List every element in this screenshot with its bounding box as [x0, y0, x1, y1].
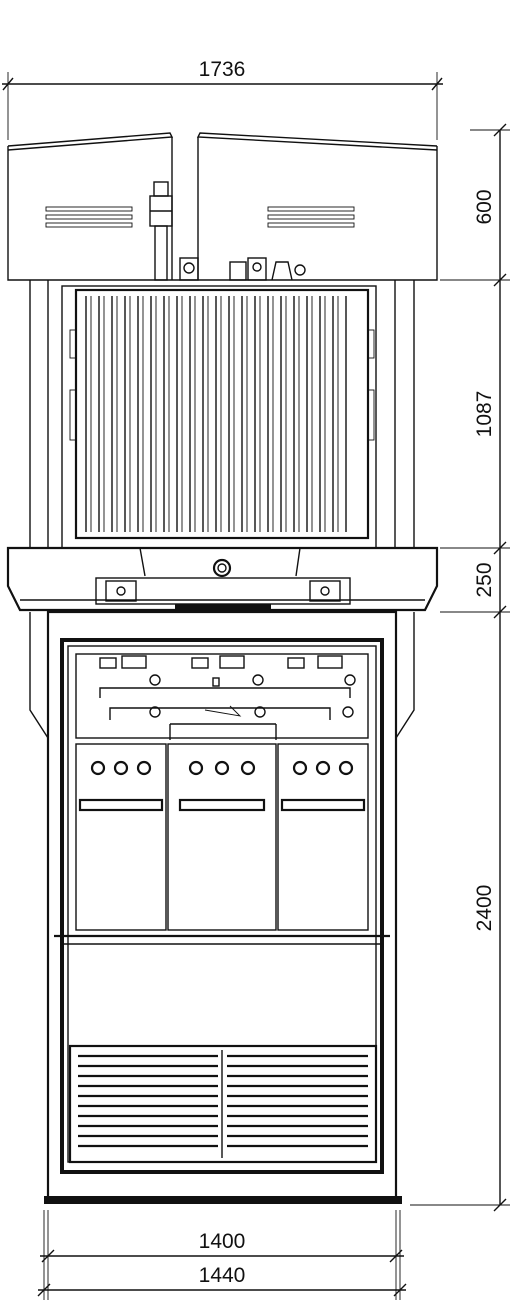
dim-label-600: 600 — [473, 189, 496, 224]
roof — [7, 132, 438, 281]
hv-bushing — [149, 181, 173, 281]
roof-vent-left — [45, 206, 133, 228]
roof-vent-right — [267, 206, 355, 228]
transformer-housing — [29, 280, 415, 549]
dim-label-1087: 1087 — [473, 391, 496, 438]
dim-label-1736: 1736 — [199, 58, 246, 81]
dimension-bottom: 1400 1440 — [37, 1210, 407, 1300]
dim-label-1400: 1400 — [199, 1230, 246, 1253]
dimension-overall-width: 1736 — [2, 58, 443, 140]
dim-label-1440: 1440 — [199, 1264, 246, 1287]
switchgear-busbar-compartment — [75, 653, 369, 740]
lv-terminals — [179, 257, 306, 281]
dim-label-250: 250 — [473, 562, 496, 597]
dim-label-2400: 2400 — [473, 885, 496, 932]
cabinet — [29, 610, 415, 1204]
dimension-column-right: 600 1087 250 2400 — [410, 123, 510, 1212]
cabinet-louver-vent — [68, 1044, 378, 1164]
switchgear-panels — [75, 743, 369, 931]
base-frame — [6, 546, 439, 612]
transformer-radiator — [74, 288, 370, 540]
